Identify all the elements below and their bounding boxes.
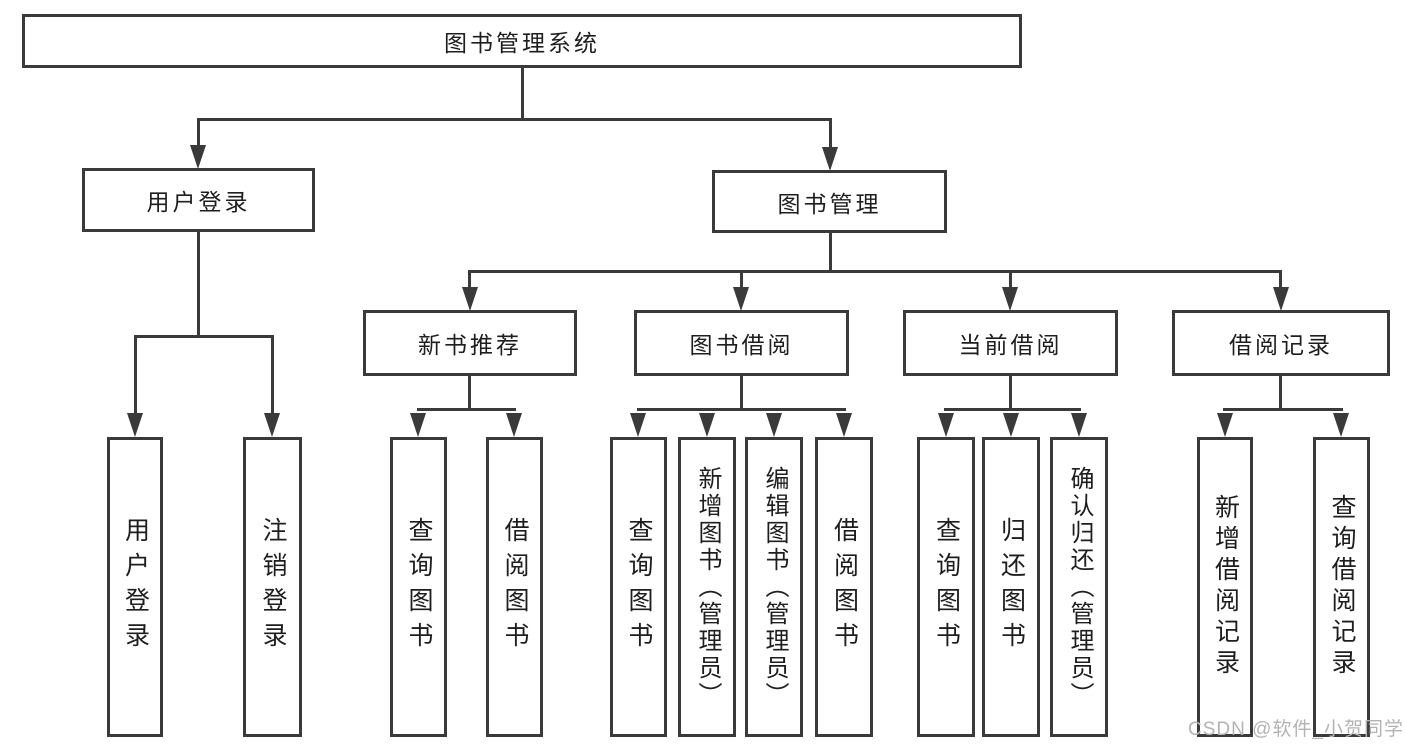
node-new-books-label: 新书推荐 — [418, 332, 522, 358]
connector-current-split — [944, 408, 1081, 411]
connector-newbooks-split — [417, 408, 516, 411]
node-book-borrow-label: 图书借阅 — [689, 332, 794, 358]
arrowhead-current-return — [1003, 413, 1019, 437]
node-login-logout: 注销登录 — [243, 437, 302, 737]
node-login-user-label: 用户登录 — [121, 517, 150, 657]
arrowhead-login-logout — [264, 413, 280, 437]
arrowhead-borrow-records — [1273, 287, 1289, 311]
connector-login-stub — [197, 232, 200, 335]
connector-mgmt-drop-3 — [1009, 270, 1012, 289]
connector-root-stub — [521, 68, 524, 118]
node-new-books: 新书推荐 — [363, 310, 577, 376]
node-current-borrow: 当前借阅 — [903, 310, 1118, 376]
node-records-query-label: 查询借阅记录 — [1328, 494, 1356, 680]
node-newbooks-query-label: 查询图书 — [405, 517, 433, 657]
node-current-return-label: 归还图书 — [997, 517, 1026, 657]
node-login-logout-label: 注销登录 — [259, 517, 287, 657]
arrowhead-newbooks-borrow — [506, 413, 522, 437]
arrowhead-login-user — [127, 413, 143, 437]
node-bookborrow-borrow-label: 借阅图书 — [830, 517, 859, 657]
node-login-user: 用户登录 — [107, 437, 163, 737]
arrowhead-bookborrow-query — [630, 413, 646, 437]
connector-records-stub — [1279, 376, 1282, 411]
arrowhead-new-books — [462, 287, 478, 311]
connector-mgmt-stub — [829, 233, 832, 270]
connector-mgmt-drop-4 — [1279, 270, 1282, 289]
node-root-label: 图书管理系统 — [444, 30, 600, 56]
node-records-query: 查询借阅记录 — [1313, 437, 1370, 737]
arrowhead-current-confirm — [1071, 413, 1087, 437]
node-newbooks-query: 查询图书 — [390, 437, 447, 737]
connector-mgmt-split — [468, 270, 1282, 273]
node-current-confirm-label: 确认归还（管理员） — [1066, 465, 1093, 709]
connector-login-drop-1 — [134, 335, 137, 415]
node-user-login: 用户登录 — [82, 168, 315, 232]
node-user-login-label: 用户登录 — [146, 189, 251, 215]
arrowhead-book-borrow — [733, 287, 749, 311]
connector-bookborrow-split — [637, 408, 846, 411]
arrowhead-records-query — [1333, 413, 1349, 437]
connector-bookborrow-stub — [740, 376, 743, 411]
node-newbooks-borrow-label: 借阅图书 — [501, 517, 529, 657]
arrowhead-bookborrow-borrow — [836, 413, 852, 437]
node-current-return: 归还图书 — [982, 437, 1040, 737]
node-bookborrow-query: 查询图书 — [610, 437, 667, 737]
arrowhead-current-borrow — [1002, 287, 1018, 311]
connector-login-drop-2 — [271, 335, 274, 415]
arrowhead-records-add — [1217, 413, 1233, 437]
connector-records-split — [1223, 408, 1343, 411]
node-book-borrow: 图书借阅 — [634, 310, 849, 376]
node-bookborrow-query-label: 查询图书 — [625, 517, 653, 657]
connector-login-split — [134, 335, 274, 338]
node-bookborrow-add: 新增图书（管理员） — [678, 437, 736, 737]
arrowhead-book-mgmt — [822, 147, 838, 171]
connector-mgmt-drop-2 — [740, 270, 743, 289]
node-borrow-records-label: 借阅记录 — [1229, 332, 1333, 358]
connector-newbooks-stub — [468, 376, 471, 411]
node-current-query: 查询图书 — [917, 437, 975, 737]
node-book-mgmt-label: 图书管理 — [777, 190, 882, 217]
node-current-query-label: 查询图书 — [932, 517, 961, 657]
node-records-add: 新增借阅记录 — [1197, 437, 1253, 737]
connector-current-stub — [1009, 376, 1012, 411]
watermark: CSDN @软件_小贺同学 — [1188, 719, 1404, 740]
arrowhead-newbooks-query — [410, 413, 426, 437]
node-bookborrow-edit: 编辑图书（管理员） — [745, 437, 803, 737]
connector-mgmt-drop-1 — [468, 270, 471, 289]
arrowhead-bookborrow-add — [699, 413, 715, 437]
node-records-add-label: 新增借阅记录 — [1211, 494, 1240, 680]
node-borrow-records: 借阅记录 — [1172, 310, 1390, 376]
connector-root-drop-left — [197, 118, 200, 147]
node-bookborrow-add-label: 新增图书（管理员） — [694, 465, 721, 709]
node-root: 图书管理系统 — [22, 14, 1022, 68]
arrowhead-current-query — [938, 413, 954, 437]
node-bookborrow-borrow: 借阅图书 — [815, 437, 873, 737]
node-newbooks-borrow: 借阅图书 — [486, 437, 543, 737]
node-current-borrow-label: 当前借阅 — [958, 332, 1063, 358]
arrowhead-bookborrow-edit — [766, 413, 782, 437]
connector-root-split — [197, 118, 831, 121]
node-bookborrow-edit-label: 编辑图书（管理员） — [761, 465, 788, 709]
connector-root-drop-right — [829, 118, 832, 149]
node-book-mgmt: 图书管理 — [712, 170, 947, 233]
node-current-confirm: 确认归还（管理员） — [1050, 437, 1108, 737]
arrowhead-user-login — [190, 145, 206, 169]
